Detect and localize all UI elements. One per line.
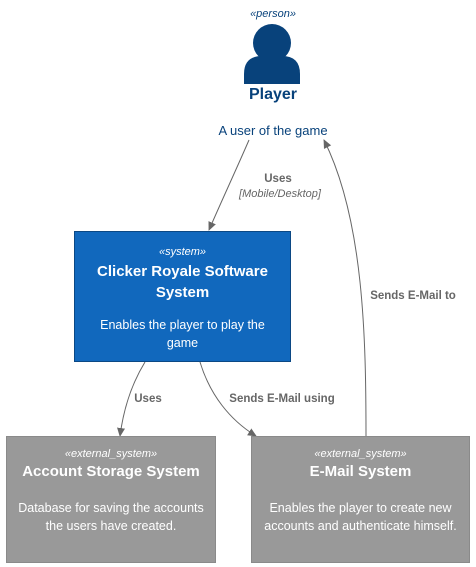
email-system-description: Enables the player to create new account…	[264, 501, 457, 533]
system-stereotype: «system»	[158, 246, 207, 258]
system-title: Clicker Royale Software System	[97, 263, 268, 301]
edge-label-sends-email-to: Sends E-Mail to	[370, 290, 456, 302]
edge-label-system-uses: Uses	[134, 393, 162, 405]
person-icon	[244, 24, 300, 84]
person-name[interactable]: Player	[248, 86, 298, 103]
edge-player-uses-system	[208, 139, 250, 231]
person-stereotype: «person»	[250, 8, 296, 20]
email-system-stereotype: «external_system»	[314, 448, 407, 460]
account-storage-box[interactable]: «external_system» Account Storage System…	[6, 436, 216, 563]
person-stereotype-block: «person»	[188, 8, 358, 20]
edge-system-to-email	[199, 361, 257, 437]
email-system-box[interactable]: «external_system» E-Mail System Enables …	[251, 436, 470, 563]
edge-label-player-uses: Uses	[264, 173, 292, 185]
account-storage-description: Database for saving the accounts the use…	[18, 501, 204, 533]
edge-tech-player-uses: [Mobile/Desktop]	[239, 188, 321, 200]
system-box[interactable]: «system» Clicker Royale Software System …	[74, 231, 291, 362]
edge-email-to-player	[323, 139, 367, 437]
person-description: A user of the game	[218, 123, 328, 138]
email-system-title: E-Mail System	[309, 463, 412, 480]
edge-label-sends-email-using: Sends E-Mail using	[229, 393, 335, 405]
account-storage-stereotype: «external_system»	[64, 448, 158, 460]
edge-system-uses-account	[117, 361, 146, 437]
account-storage-title: Account Storage System	[22, 463, 200, 480]
system-description: Enables the player to play the game	[100, 318, 265, 350]
